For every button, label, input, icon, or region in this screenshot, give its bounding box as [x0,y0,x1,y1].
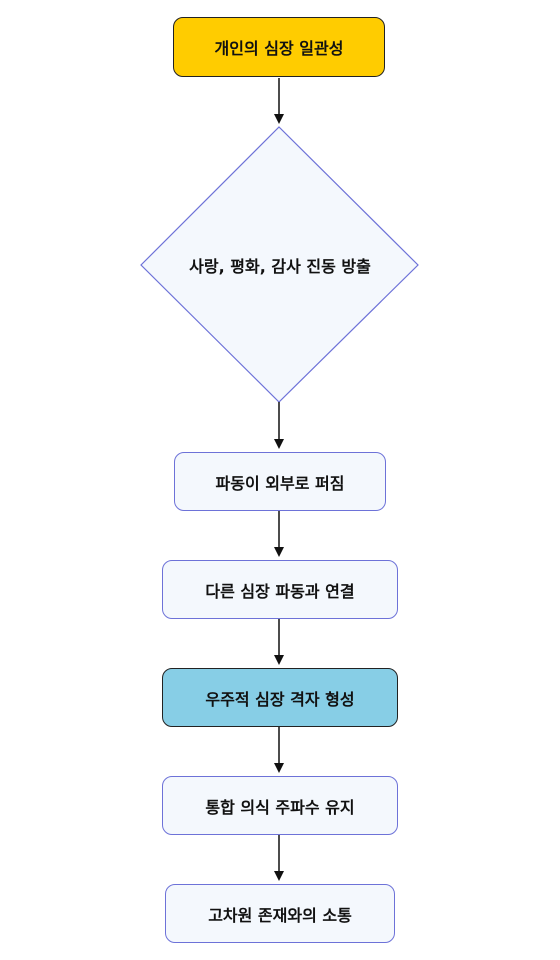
decision-label: 사랑, 평화, 감사 진동 방출 [189,257,371,276]
step-connect-hearts: 다른 심장 파동과 연결 [162,560,398,619]
step-higher-dimension: 고차원 존재와의 소통 [165,884,395,943]
step-cosmic-grid: 우주적 심장 격자 형성 [162,668,398,727]
step-spread-outward: 파동이 외부로 퍼짐 [174,452,386,511]
step-maintain-frequency: 통합 의식 주파수 유지 [162,776,398,835]
start-node: 개인의 심장 일관성 [173,17,385,77]
